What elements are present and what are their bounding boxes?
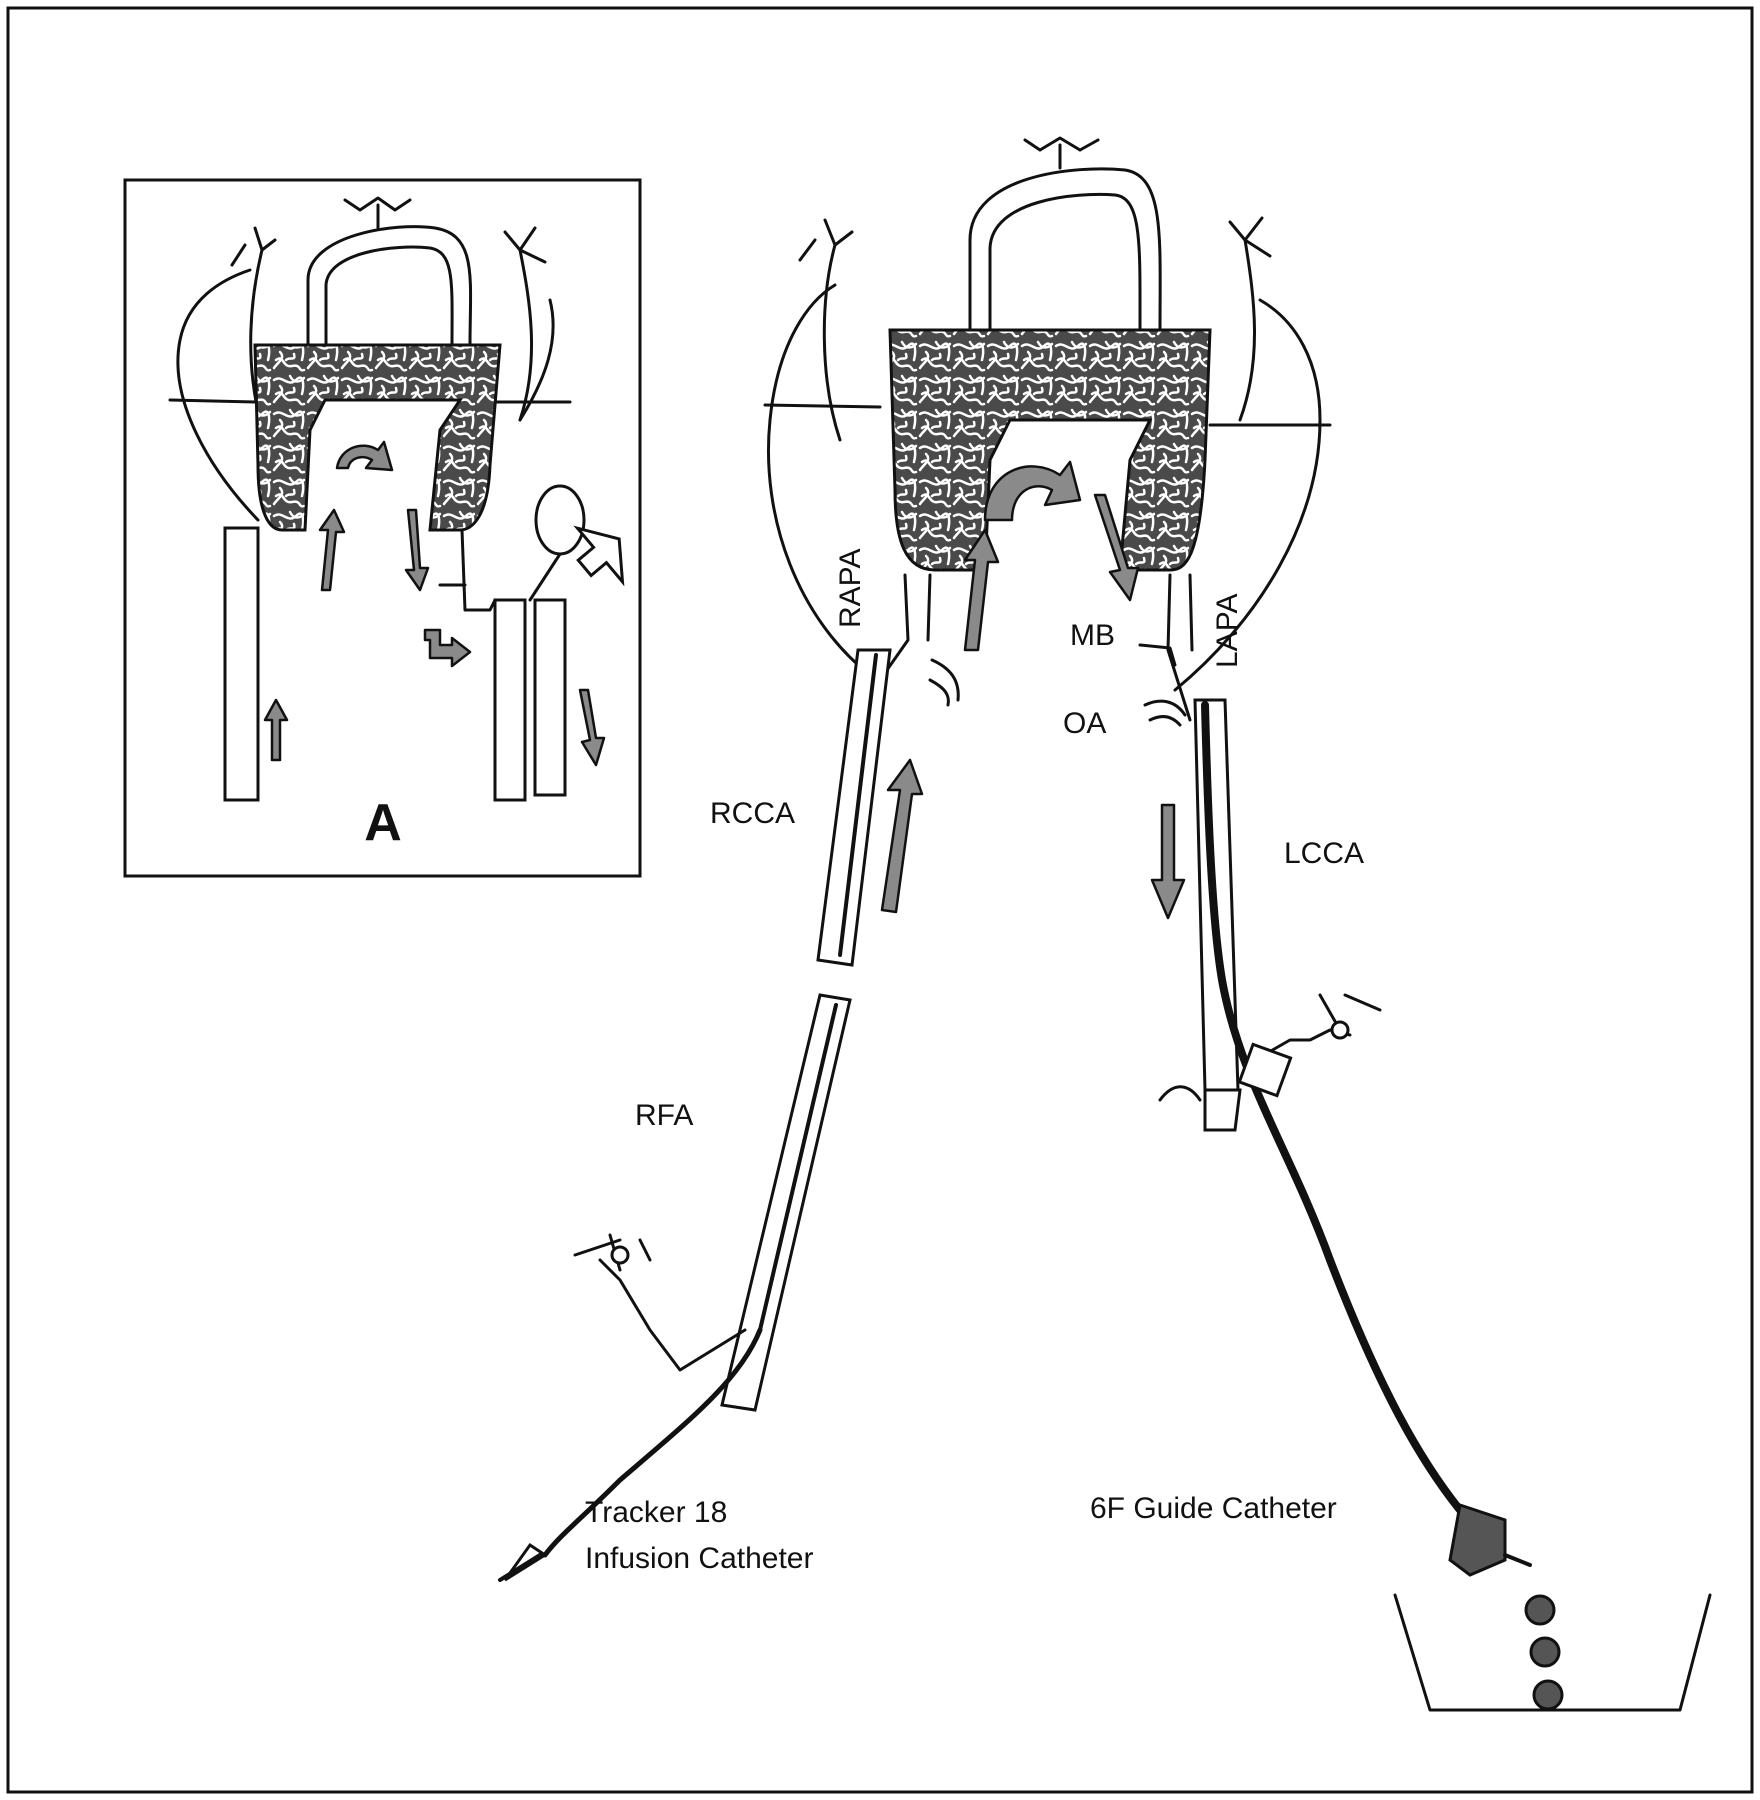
inset-left-horizontal-branch — [168, 398, 257, 404]
inset-balloon-pointer-arrow — [573, 525, 625, 587]
main-rete-mirabile — [888, 328, 1212, 572]
lcca-flow-arrow-down — [1150, 803, 1186, 920]
lcca-stopcock-valve — [1330, 1020, 1350, 1040]
label-lapa: LAPA — [1211, 594, 1244, 669]
inset-skull-vessel-inner — [324, 245, 454, 347]
inset-flow-arrow-up-left — [263, 698, 289, 762]
inset-bend-arrow — [423, 628, 472, 668]
main-rcca-vessel — [816, 648, 892, 967]
inset-left-carotid — [223, 526, 260, 802]
collection-cup — [1393, 1593, 1712, 1712]
inset-skull-vessel — [306, 225, 473, 347]
guide-catheter-tip — [1503, 1553, 1532, 1567]
main-oa-branch — [1143, 699, 1187, 727]
main-left-branch-tips — [798, 218, 854, 262]
label-mb: MB — [1070, 619, 1115, 652]
tracker-catheter-line — [542, 1327, 763, 1558]
main-curved-flow-arrow — [983, 460, 1082, 522]
lcca-sheath-bottom — [1203, 1088, 1242, 1132]
label-rfa: RFA — [635, 1099, 693, 1132]
label-rapa: RAPA — [834, 549, 867, 628]
inset-balloon-stem — [528, 552, 562, 602]
main-rfa-vessel — [720, 993, 852, 1412]
tracker-catheter-tip — [498, 1553, 542, 1582]
inset-bypass-vessel — [438, 528, 497, 612]
main-mb-branch — [1138, 643, 1177, 667]
inset-left-outer-arc — [176, 268, 260, 522]
embolus-particle-1 — [1524, 1594, 1556, 1626]
inset-occlusion-balloon — [534, 484, 586, 556]
label-tracker-line1: Tracker 18 — [585, 1496, 727, 1529]
inset-flow-arrow-up-mid — [318, 508, 346, 592]
inset-panel-a: A — [123, 178, 642, 878]
main-right-branch-vessel — [1238, 238, 1256, 422]
main-skull-vessel — [968, 167, 1162, 332]
inset-right-branch-tips — [503, 226, 547, 264]
guide-catheter-line — [1201, 701, 1464, 1514]
inset-right-branch-vessel — [518, 248, 534, 422]
inset-flow-arrow-down-mid — [404, 508, 430, 592]
inset-right-outer-arc — [518, 298, 555, 422]
main-rapa-side-branch — [928, 658, 960, 707]
main-right-branch-tips — [1228, 216, 1272, 258]
figure-frame — [6, 6, 1754, 1794]
main-rfa-catheter — [758, 1003, 838, 1332]
main-flow-arrow-down-right — [1093, 493, 1140, 602]
main-rcca-catheter — [838, 653, 878, 957]
rcca-flow-arrow-up — [880, 758, 924, 914]
inset-right-carotid — [493, 598, 527, 802]
guide-catheter-hub — [1448, 1503, 1507, 1577]
label-tracker-line2: Infusion Catheter — [585, 1542, 813, 1575]
label-rcca: RCCA — [710, 797, 795, 830]
main-skull-vessel-inner — [988, 192, 1142, 332]
main-right-outer-arc — [1173, 298, 1322, 692]
rfa-stopcock-valve — [610, 1245, 630, 1265]
lcca-hemostatic-valve — [1237, 1042, 1293, 1098]
main-left-branch-vessel — [822, 243, 842, 442]
embolus-particle-2 — [1529, 1636, 1561, 1668]
lcca-ligature — [1158, 1085, 1202, 1102]
main-left-outer-arc — [766, 283, 872, 677]
main-diagram: RAPA LAPA MB OA RCCA LCCA RFA Tracker 18… — [498, 136, 1712, 1712]
main-lapa-vessel — [1166, 573, 1194, 722]
inset-curved-arrow — [335, 440, 394, 472]
inset-flow-arrow-down-right — [578, 688, 606, 767]
inset-left-branch-tips — [230, 226, 277, 267]
inset-top-branch — [343, 196, 412, 230]
label-guide-catheter: 6F Guide Catheter — [1090, 1492, 1337, 1525]
embolus-particle-3 — [1532, 1679, 1564, 1711]
lcca-stopcock — [1253, 993, 1382, 1062]
inset-rete-mirabile — [253, 343, 502, 532]
label-lcca: LCCA — [1284, 837, 1364, 870]
main-top-branch — [1023, 136, 1100, 170]
main-left-horizontal-branch — [763, 403, 882, 409]
inset-label: A — [364, 794, 402, 852]
inset-sheath — [533, 598, 567, 797]
label-oa: OA — [1063, 707, 1106, 740]
main-flow-arrow-up — [963, 528, 1000, 652]
rfa-sheath-sideport — [598, 1258, 747, 1372]
